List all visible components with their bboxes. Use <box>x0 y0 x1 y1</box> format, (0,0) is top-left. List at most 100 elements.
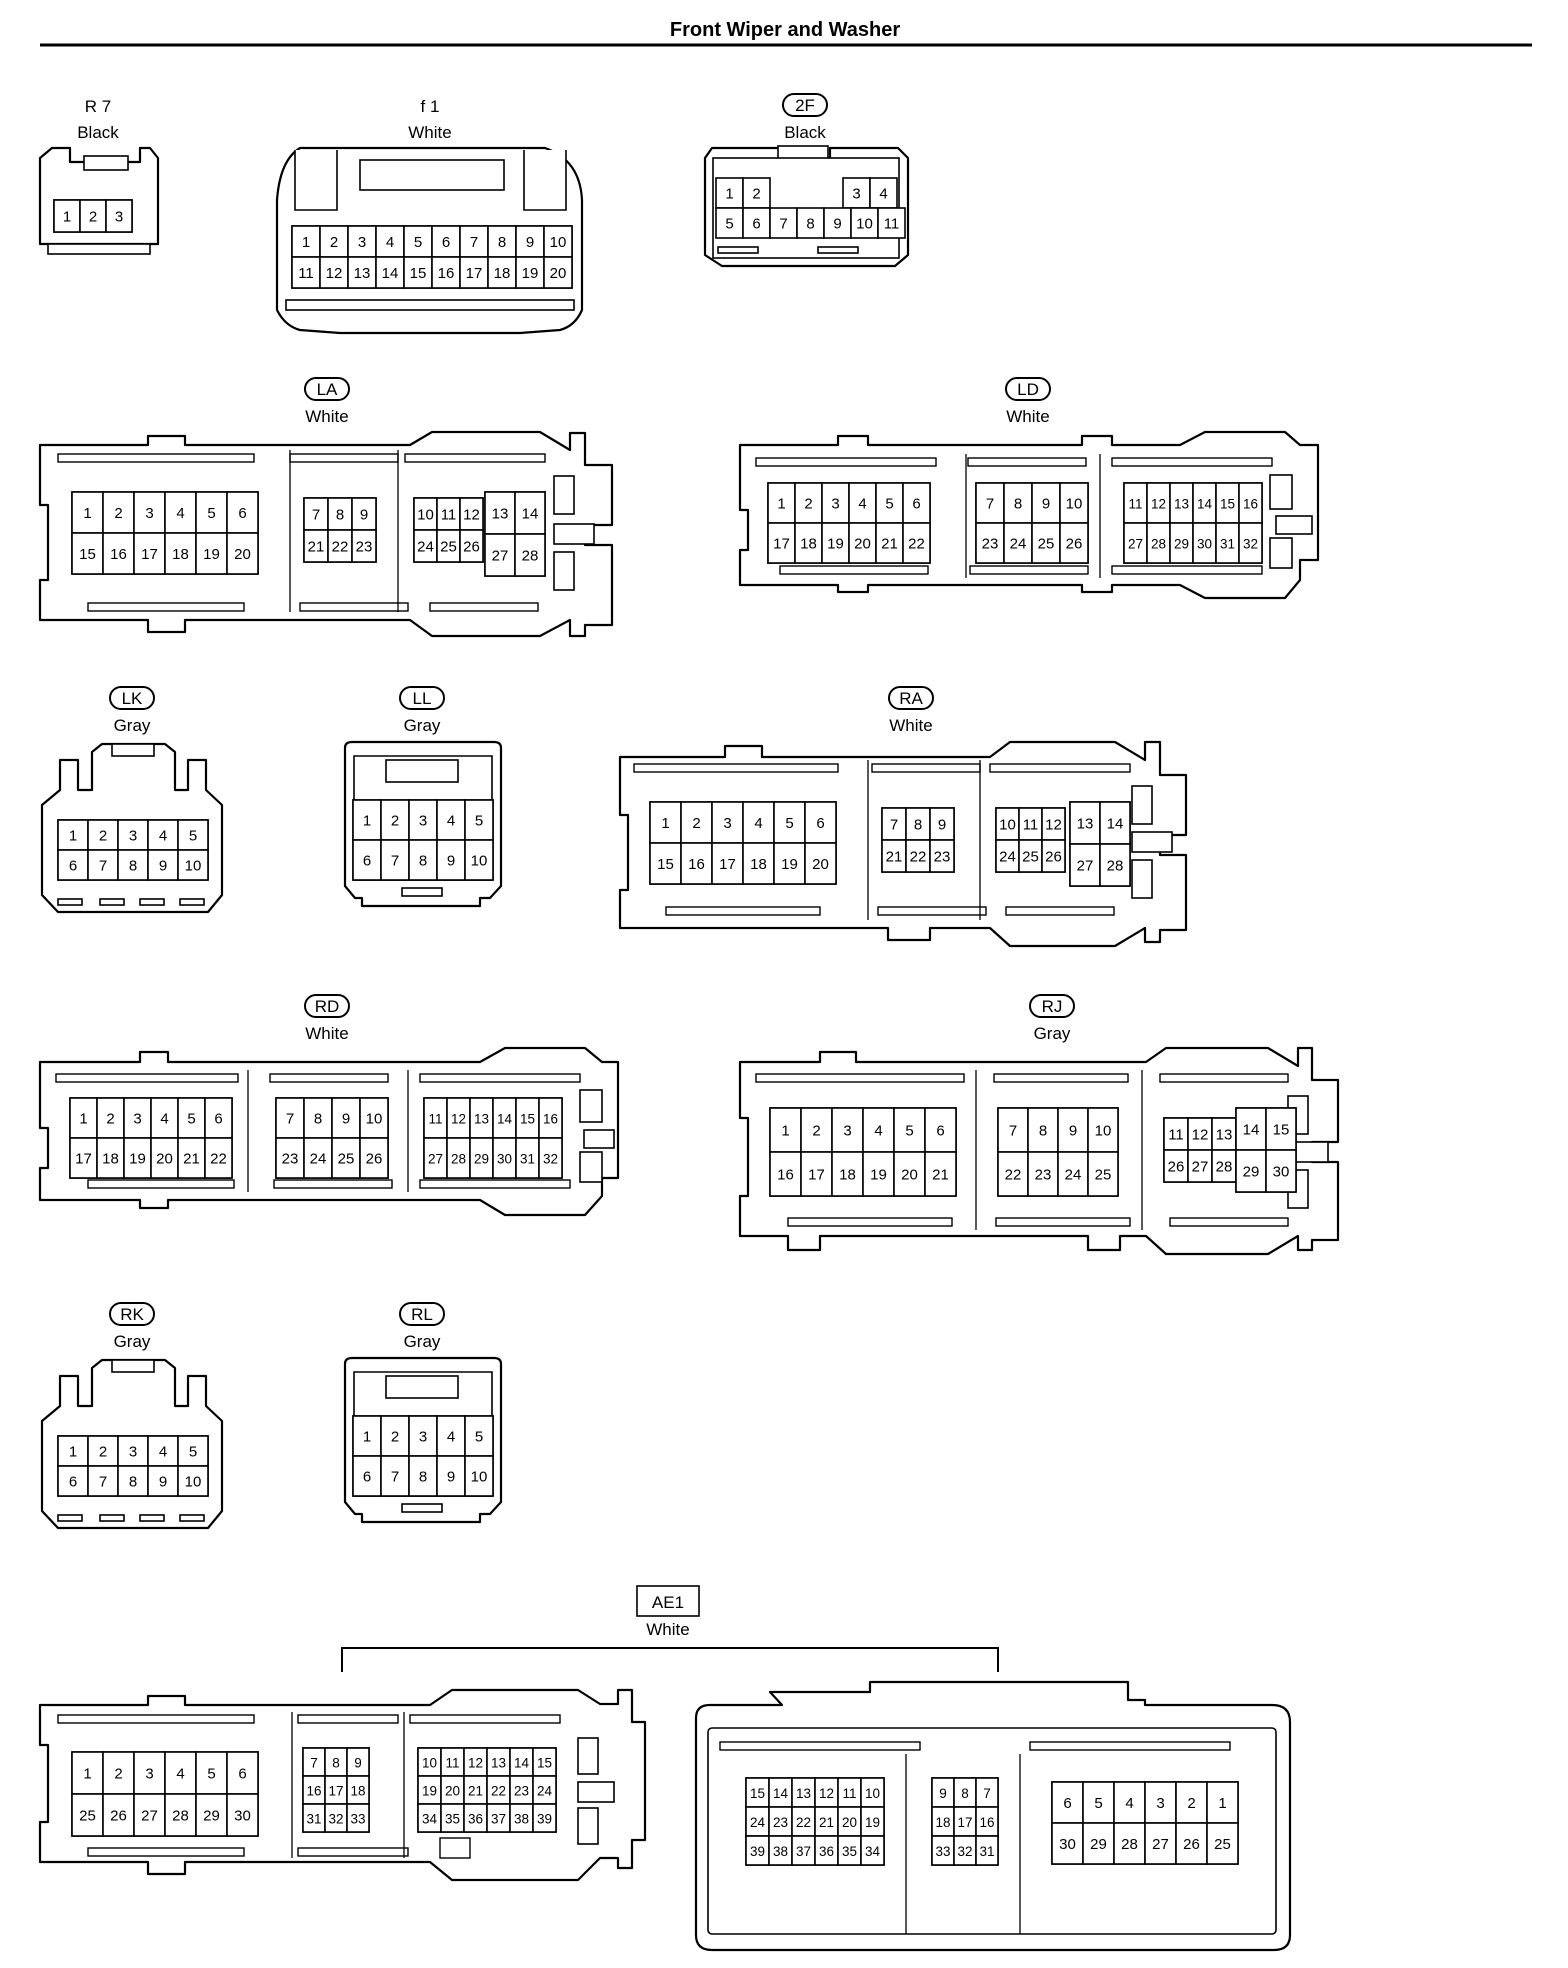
pin-number: 30 <box>497 1152 512 1167</box>
pin-cell <box>351 497 377 531</box>
pin-cell <box>1163 1117 1189 1151</box>
top-slot <box>1159 1073 1289 1083</box>
pin-number: 11 <box>842 1786 856 1801</box>
pin-number: 27 <box>1152 1836 1169 1853</box>
pin-cell <box>331 1097 361 1139</box>
pin-cell <box>767 522 796 564</box>
pin-cell <box>195 1793 228 1837</box>
pin-cell <box>436 839 466 881</box>
pin-cell <box>715 207 744 239</box>
bottom-key <box>439 1837 471 1859</box>
pin-cell <box>1235 1149 1267 1193</box>
pin-number: 3 <box>145 505 153 522</box>
pin-number: 1 <box>69 828 77 845</box>
pin-cell <box>1087 1151 1119 1197</box>
pin-number: 5 <box>207 505 215 522</box>
pin-cell <box>1027 1107 1059 1153</box>
pin-number: 36 <box>468 1812 483 1827</box>
bottom-slot <box>139 1514 165 1522</box>
pin-number: 29 <box>1243 1164 1260 1181</box>
pin-cell <box>1113 1822 1146 1865</box>
pin-number: 3 <box>1156 1795 1164 1812</box>
pin-number: 30 <box>1197 537 1212 552</box>
page-title: Front Wiper and Washer <box>670 19 900 41</box>
pin-number: 2 <box>391 813 399 830</box>
pin-number: 8 <box>961 1786 969 1801</box>
pin-number: 19 <box>781 856 798 873</box>
connector-code: RD <box>315 997 340 1016</box>
pin-number: 27 <box>1192 1159 1209 1176</box>
connector-color: Black <box>77 123 119 142</box>
pin-number: 3 <box>419 1429 427 1446</box>
pin-number: 29 <box>1174 537 1189 552</box>
pin-number: 18 <box>935 1815 950 1830</box>
pin-number: 9 <box>939 1786 947 1801</box>
pin-number: 6 <box>442 234 450 251</box>
pin-cell <box>117 849 149 881</box>
pin-number: 1 <box>69 1444 77 1461</box>
pin-cell <box>226 1751 259 1795</box>
pin-cell <box>893 1107 926 1153</box>
pin-number: 22 <box>1005 1167 1022 1184</box>
connector-code-pill <box>399 686 445 710</box>
top-slot <box>989 763 1131 773</box>
connector-color: White <box>408 123 451 142</box>
pin-number: 3 <box>831 496 839 513</box>
pin-number: 3 <box>852 186 860 203</box>
pin-cell <box>711 842 744 885</box>
pin-number: 22 <box>210 1151 227 1168</box>
pin-cell <box>436 799 466 841</box>
pin-number: 1 <box>363 1429 371 1446</box>
pin-number: 13 <box>492 506 509 523</box>
pin-number: 20 <box>812 856 829 873</box>
bottom-slot <box>787 1217 953 1227</box>
side-cutout <box>294 150 338 211</box>
pin-number: 25 <box>1214 1836 1231 1853</box>
pin-number: 2 <box>1187 1795 1195 1812</box>
pin-number: 10 <box>185 858 202 875</box>
pin-number: 20 <box>854 536 871 553</box>
pin-number: 27 <box>428 1152 443 1167</box>
pin-cell <box>532 1803 557 1833</box>
pin-cell <box>464 1415 494 1457</box>
pin-number: 25 <box>1038 536 1055 553</box>
pin-cell <box>1206 1781 1239 1824</box>
pin-number: 17 <box>328 1784 343 1799</box>
pin-cell <box>1082 1822 1115 1865</box>
pin-number: 23 <box>282 1151 299 1168</box>
pin-number: 10 <box>422 1756 437 1771</box>
pin-number: 1 <box>83 505 91 522</box>
pin-number: 1 <box>1218 1795 1226 1812</box>
pin-number: 27 <box>141 1808 158 1825</box>
pin-number: 24 <box>999 849 1016 866</box>
pin-number: 17 <box>75 1151 92 1168</box>
pin-number: 7 <box>286 1111 294 1128</box>
pin-number: 39 <box>750 1844 765 1859</box>
pin-number: 34 <box>422 1812 438 1827</box>
pin-number: 7 <box>779 216 787 233</box>
side-tab <box>583 1129 615 1149</box>
pin-number: 10 <box>1066 496 1083 513</box>
pin-cell <box>821 522 850 564</box>
pin-number: 11 <box>884 216 900 233</box>
pin-number: 23 <box>773 1815 788 1830</box>
pin-number: 23 <box>934 849 951 866</box>
connector-code: AE1 <box>652 1593 684 1612</box>
pin-number: 28 <box>1121 1836 1138 1853</box>
pin-number: 6 <box>936 1123 944 1140</box>
pin-number: 18 <box>839 1167 856 1184</box>
pin-number: 21 <box>932 1167 949 1184</box>
bottom-slot <box>877 906 987 916</box>
latch <box>111 743 155 757</box>
